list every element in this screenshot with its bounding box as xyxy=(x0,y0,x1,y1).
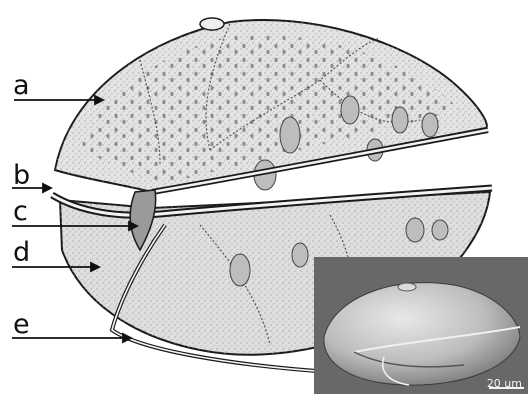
label-a: a xyxy=(13,70,30,101)
sem-micrograph-inset: 20 um xyxy=(314,257,528,394)
label-b: b xyxy=(13,160,30,191)
label-c: c xyxy=(13,196,28,227)
scale-bar-label: 20 um xyxy=(487,377,522,390)
label-e: e xyxy=(13,309,30,340)
sem-cell-image xyxy=(314,257,528,394)
label-d: d xyxy=(13,237,30,268)
apical-pore xyxy=(200,18,224,30)
